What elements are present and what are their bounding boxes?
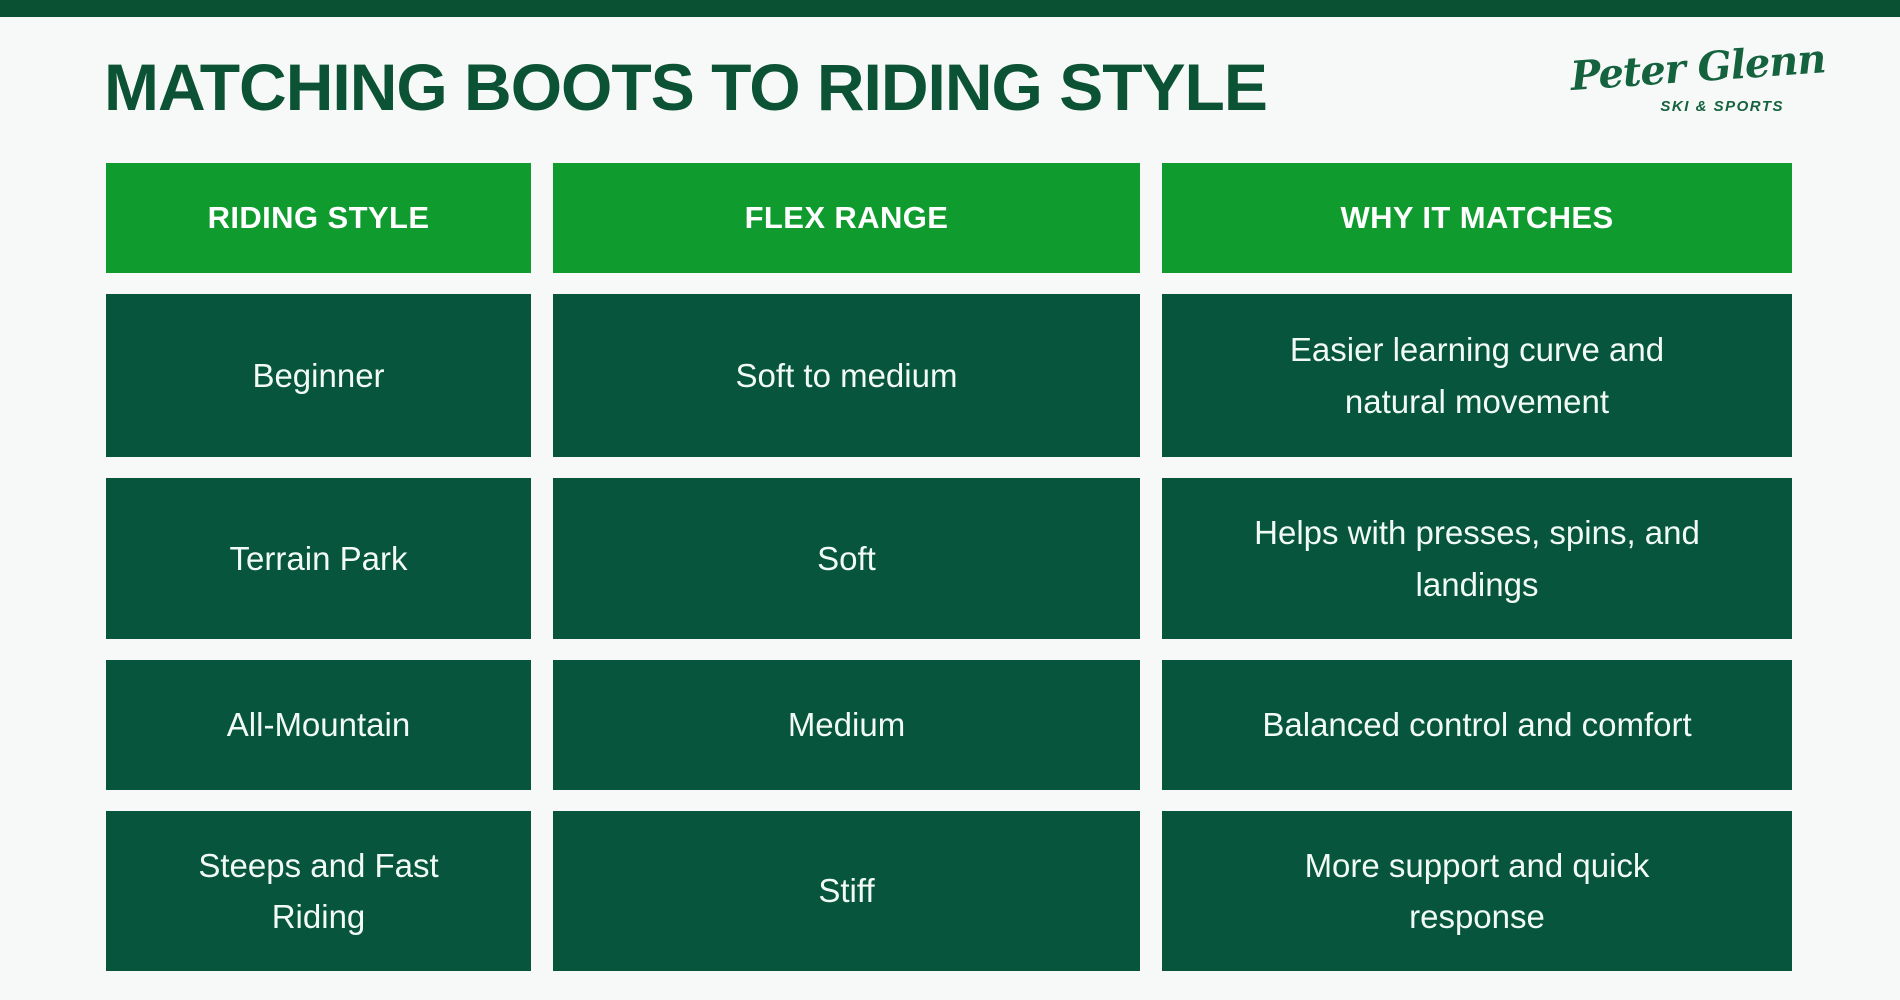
top-accent-bar [0,0,1900,17]
cell-riding-style-all-mountain: All-Mountain [106,660,531,790]
cell-riding-style-steeps: Steeps and Fast Riding [106,811,531,971]
cell-why-it-matches-all-mountain: Balanced control and comfort [1162,660,1792,790]
logo-wordmark: Peter Glenn [1568,35,1827,100]
column-header-flex-range: FLEX RANGE [553,163,1140,273]
cell-flex-range-terrain-park: Soft [553,478,1140,639]
cell-why-it-matches-steeps: More support and quick response [1162,811,1792,971]
cell-why-it-matches-beginner: Easier learning curve and natural moveme… [1162,294,1792,457]
cell-why-it-matches-terrain-park: Helps with presses, spins, and landings [1162,478,1792,639]
cell-flex-range-steeps: Stiff [553,811,1140,971]
cell-flex-range-beginner: Soft to medium [553,294,1140,457]
logo-tagline: SKI & SPORTS [1660,98,1784,115]
peter-glenn-logo: Peter Glenn SKI & SPORTS [1569,35,1827,115]
cell-riding-style-terrain-park: Terrain Park [106,478,531,639]
column-header-riding-style: RIDING STYLE [106,163,531,273]
boots-riding-style-table: RIDING STYLE FLEX RANGE WHY IT MATCHES B… [106,163,1792,971]
cell-riding-style-beginner: Beginner [106,294,531,457]
cell-flex-range-all-mountain: Medium [553,660,1140,790]
page-title: MATCHING BOOTS TO RIDING STYLE [104,50,1268,124]
column-header-why-it-matches: WHY IT MATCHES [1162,163,1792,273]
